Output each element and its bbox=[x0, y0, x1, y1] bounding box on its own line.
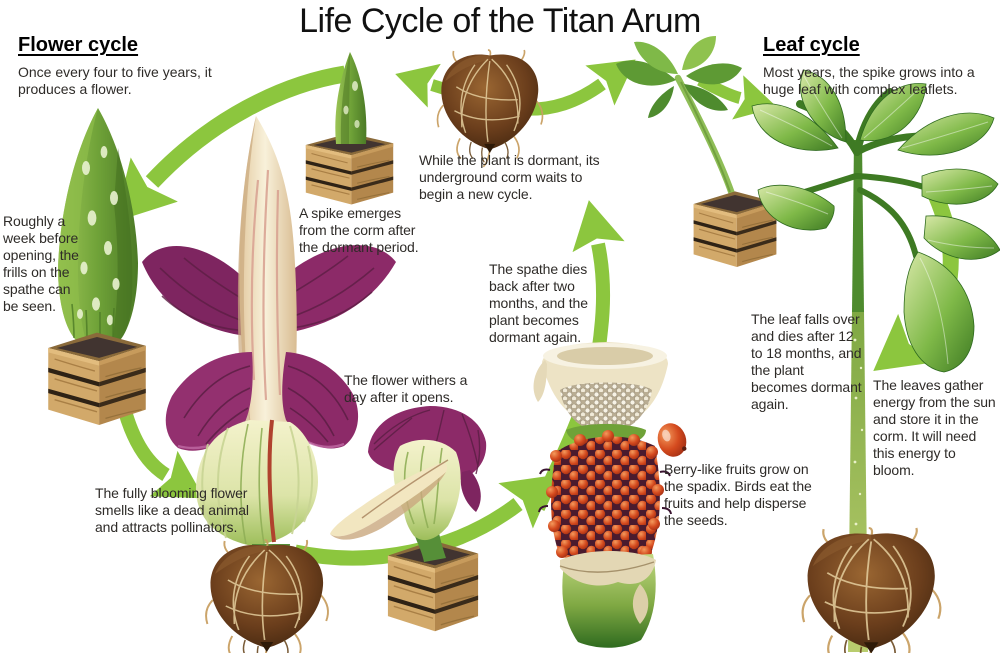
withered-flower-illustration bbox=[330, 406, 487, 632]
preopening-spike-illustration bbox=[47, 108, 147, 426]
flower-corm bbox=[205, 539, 329, 653]
leaf-cycle-description: Most years, the spike grows into a huge … bbox=[763, 64, 975, 98]
diagram-title: Life Cycle of the Titan Arum bbox=[299, 2, 701, 40]
note-leaves-gather: The leaves gather energy from the sun an… bbox=[873, 377, 996, 479]
spathe-ruffles bbox=[165, 352, 359, 451]
arrow-spike-to-preopening bbox=[114, 65, 347, 222]
note-dormant-corm: While the plant is dormant, its undergro… bbox=[419, 152, 600, 203]
flower-cycle-heading: Flower cycle bbox=[18, 34, 139, 56]
note-spathe-frills: Roughly a week before opening, the frill… bbox=[3, 213, 79, 315]
leaf-cycle-heading: Leaf cycle bbox=[763, 34, 860, 56]
note-spike-emerges: A spike emerges from the corm after the … bbox=[299, 205, 419, 256]
leaf-cycle-section: Leaf cycle Most years, the spike grows i… bbox=[763, 34, 1000, 98]
single-berry bbox=[657, 423, 687, 457]
emerging-spike-illustration bbox=[305, 52, 394, 206]
fruiting-spadix-illustration bbox=[533, 342, 687, 648]
flower-cycle-section: Flower cycle Once every four to five yea… bbox=[18, 34, 213, 98]
note-berry-fruits: Berry-like fruits grow on the spadix. Bi… bbox=[664, 461, 812, 529]
note-leaf-falls: The leaf falls over and dies after 12 to… bbox=[751, 311, 862, 413]
note-fully-blooming: The fully blooming flower smells like a … bbox=[95, 485, 249, 536]
blooming-flower-illustration bbox=[142, 116, 396, 653]
note-flower-withers: The flower withers a day after it opens. bbox=[344, 372, 468, 406]
seedling-leaflets bbox=[616, 36, 742, 118]
young-plant-illustration bbox=[616, 36, 777, 268]
dormant-corm-illustration bbox=[436, 49, 544, 168]
leaf-corm bbox=[801, 526, 942, 653]
flower-cycle-description: Once every four to five years, it produc… bbox=[18, 64, 212, 98]
note-spathe-dies-back: The spathe dies back after two months, a… bbox=[489, 261, 588, 346]
leaflets bbox=[751, 69, 1000, 373]
huge-leaf-illustration bbox=[751, 69, 1000, 653]
